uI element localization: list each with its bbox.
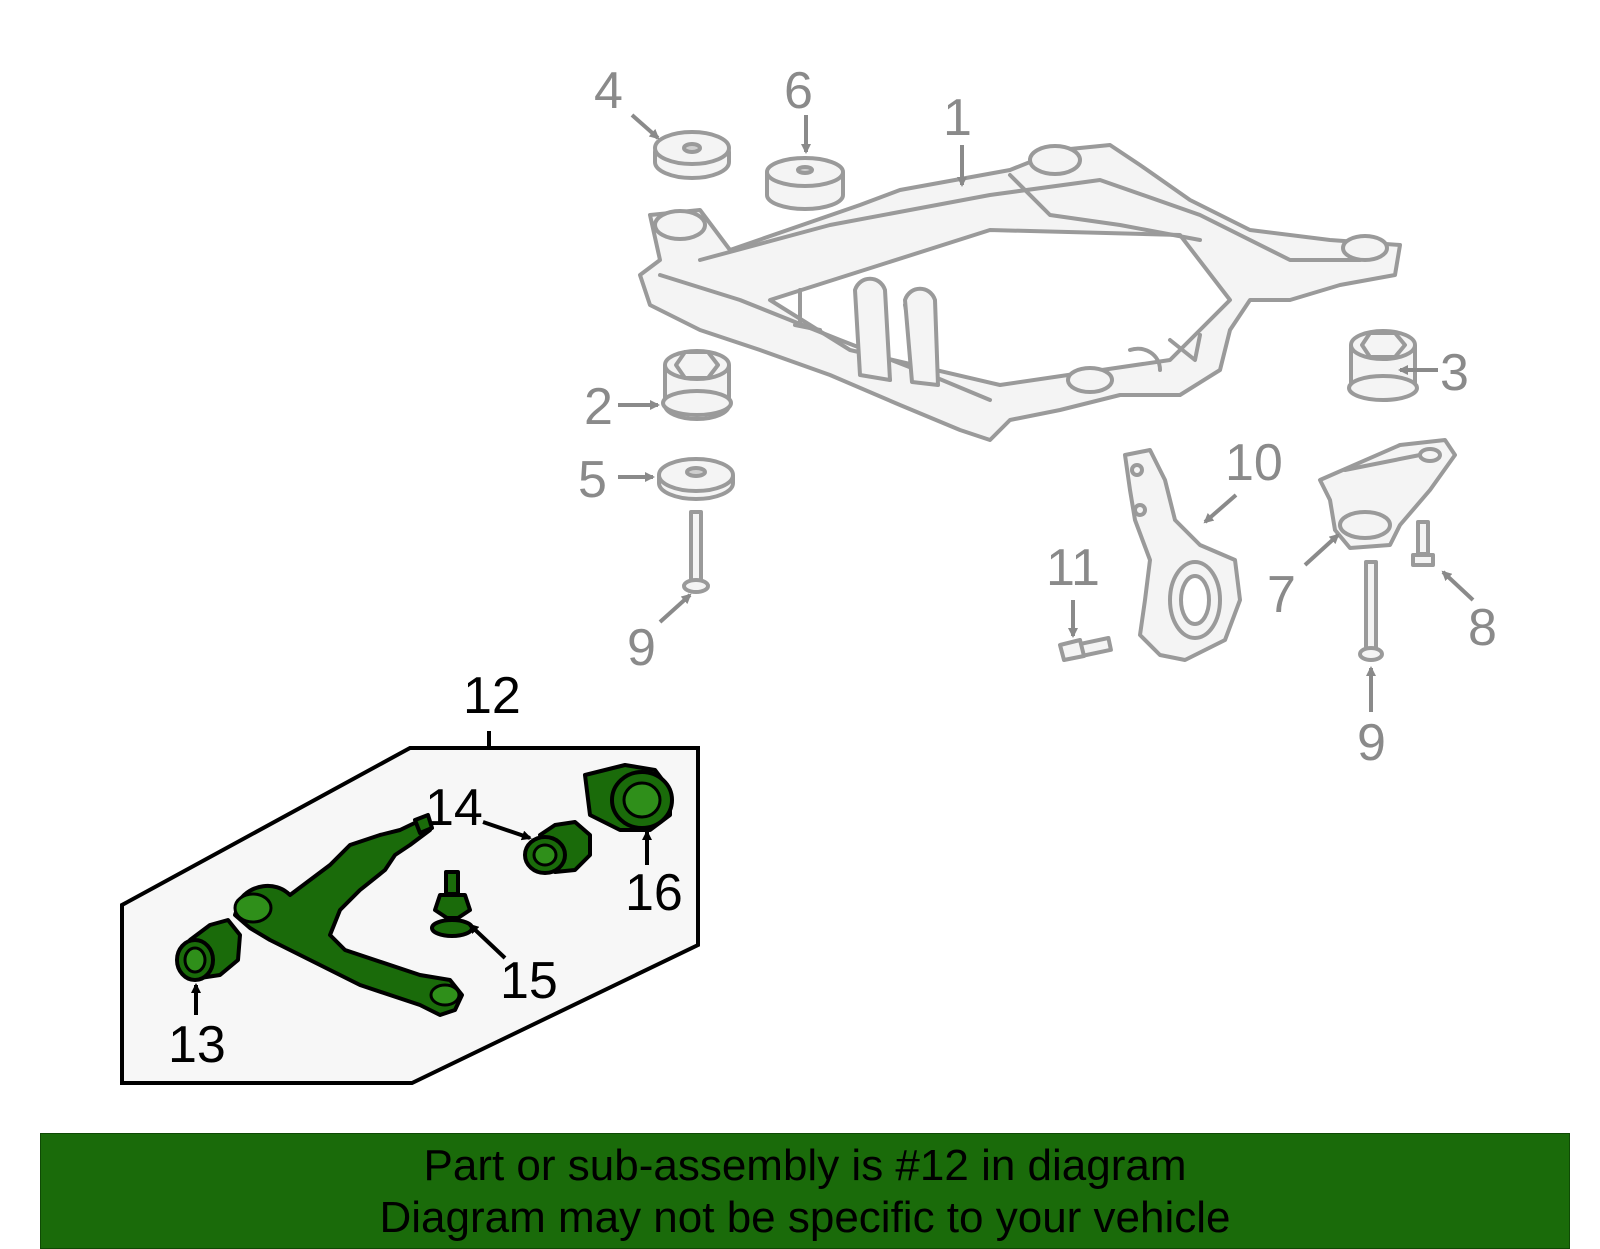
leader-4: [630, 113, 660, 140]
banner-line-1: Part or sub-assembly is #12 in diagram: [423, 1141, 1187, 1190]
callout-11: 11: [1046, 539, 1100, 597]
callout-8: 8: [1468, 599, 1497, 657]
callout-1: 1: [943, 89, 972, 147]
callout-6: 6: [784, 62, 813, 120]
leader-15: [468, 923, 507, 960]
callout-12: 12: [463, 667, 521, 725]
bushing-part-2: [661, 349, 733, 421]
washer-part-4: [653, 130, 731, 180]
banner-line-2: Diagram may not be specific to your vehi…: [379, 1193, 1231, 1242]
insulator-part-6: [765, 156, 845, 211]
bushing-part-3: [1347, 329, 1419, 402]
callout-5: 5: [578, 451, 607, 509]
bushing-part-14: [523, 820, 592, 875]
bracket-part-7: [1318, 438, 1457, 550]
callout-9-right: 9: [1357, 714, 1386, 772]
callout-13: 13: [168, 1016, 226, 1074]
bolt-part-8: [1411, 520, 1435, 567]
callout-4: 4: [594, 62, 623, 120]
callout-14: 14: [425, 779, 483, 837]
callout-3: 3: [1440, 344, 1469, 402]
leader-10: [1203, 493, 1238, 524]
leader-8: [1441, 570, 1475, 602]
steering-knuckle-part-10: [1123, 448, 1242, 662]
engine-cradle-part-1: [638, 143, 1402, 442]
bolt-part-9-left: [682, 510, 710, 594]
bushing-part-16: [583, 763, 674, 832]
callout-9-left: 9: [627, 619, 656, 677]
callout-2: 2: [584, 378, 613, 436]
lower-control-arm: [233, 813, 464, 1017]
leader-14: [482, 820, 532, 841]
leader-9a: [658, 593, 692, 624]
bolt-part-9-right: [1358, 560, 1384, 662]
bushing-part-13: [175, 918, 242, 982]
ball-joint-part-15: [430, 870, 474, 938]
callout-15: 15: [500, 952, 558, 1010]
callout-7: 7: [1267, 566, 1296, 624]
washer-part-5: [657, 457, 735, 501]
leader-lines: [191, 113, 1475, 1015]
bolt-part-11: [1058, 636, 1113, 662]
info-banner: Part or sub-assembly is #12 in diagram D…: [40, 1133, 1570, 1249]
callout-10: 10: [1225, 434, 1283, 492]
callout-labels: 4 6 1 2 3 5 9 10 11 7 8 9 12 13 14 15 16: [168, 62, 1497, 1074]
callout-16: 16: [625, 864, 683, 922]
leader-7: [1303, 533, 1340, 567]
